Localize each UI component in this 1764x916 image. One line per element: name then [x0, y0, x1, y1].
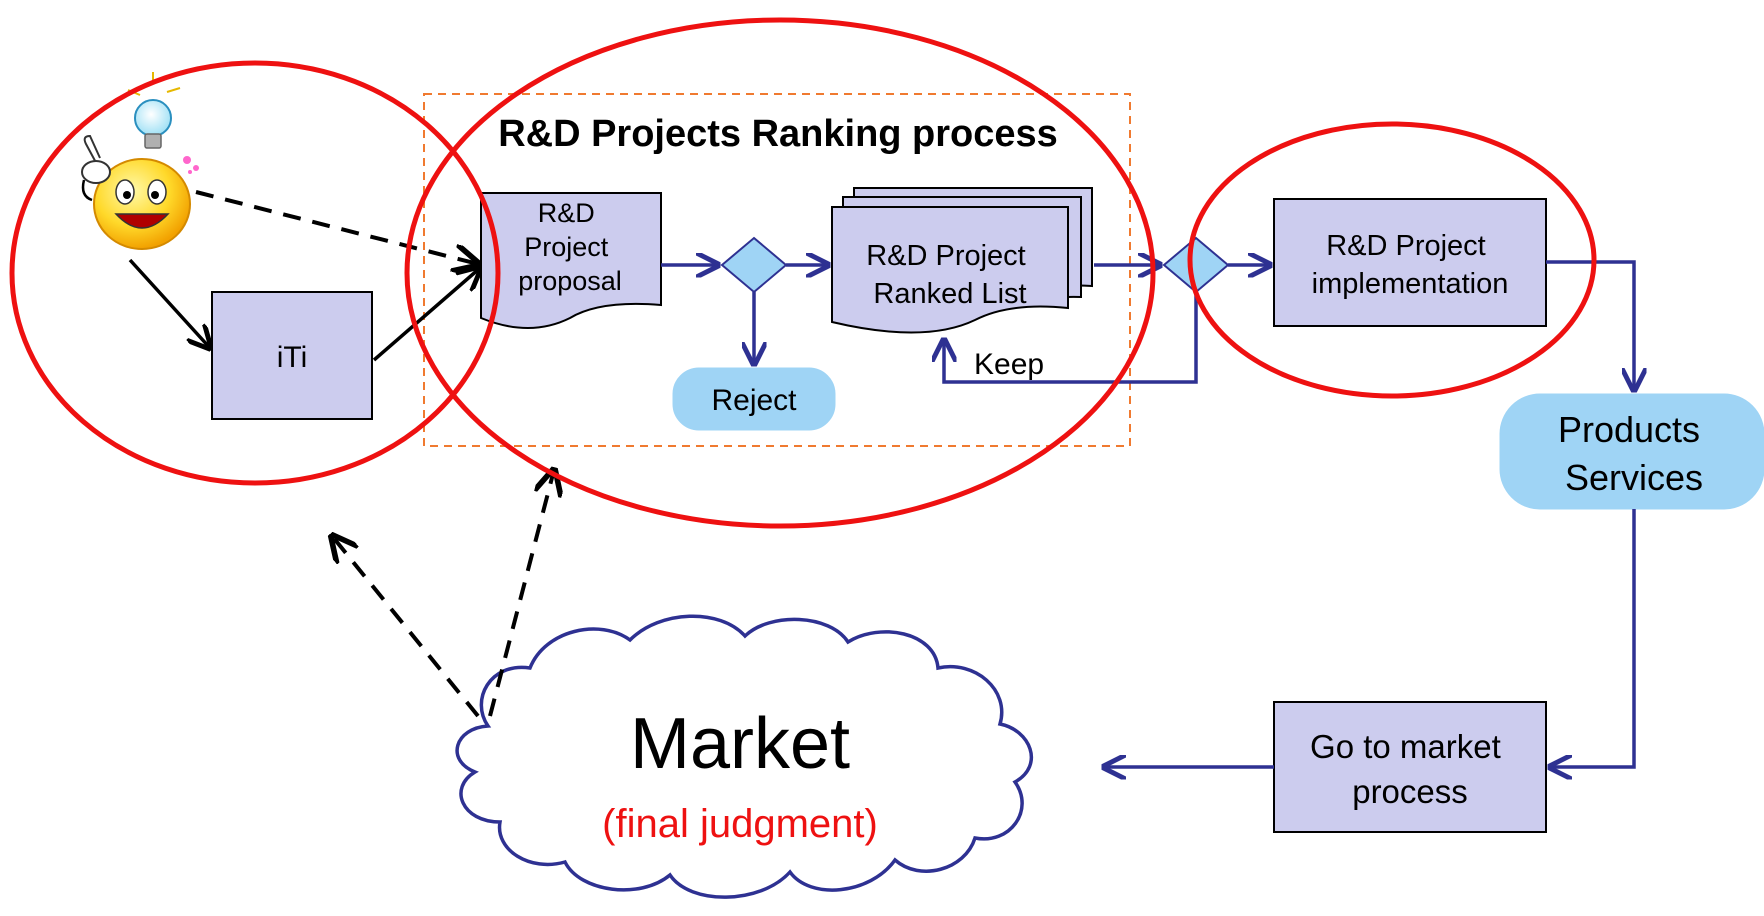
market-label: Market: [630, 704, 850, 784]
iti-label: iTi: [277, 341, 308, 374]
smiley-lightbulb-icon: [81, 72, 199, 250]
go-to-market-line1: Go to market: [1310, 728, 1501, 765]
proposal-label-line2: Project: [524, 232, 609, 262]
ranked-list-label-line2: Ranked List: [873, 278, 1026, 310]
decision-diamond-2: [1162, 236, 1230, 294]
market-to-ranking-dashed-arrow: [488, 470, 554, 717]
ranking-process-frame: [423, 93, 1131, 447]
proposal-label-line3: proposal: [518, 266, 622, 296]
iti-to-proposal-arrow: [372, 268, 480, 362]
implementation-to-products-arrow: [1546, 260, 1634, 390]
reject-label: Reject: [711, 384, 797, 417]
go-to-market-box: [1273, 701, 1547, 833]
idea-to-proposal-dashed-arrow: [195, 190, 478, 264]
idea-generation-highlight: [9, 60, 501, 486]
ranking-process-highlight: [404, 17, 1156, 529]
proposal-document: [480, 192, 662, 329]
proposal-label: R&D Project proposal: [518, 198, 622, 296]
decision-diamond-1: [720, 236, 788, 294]
products-label: Products: [1558, 409, 1700, 450]
implementation-highlight: [1187, 121, 1597, 399]
implementation-box: [1273, 198, 1547, 327]
implementation-label-line1: R&D Project: [1326, 230, 1486, 262]
ranked-list-multidocument: [831, 187, 1093, 334]
reject-box: [672, 367, 836, 431]
products-services-label: Products Services: [1558, 409, 1710, 498]
market-to-idea-dashed-arrow: [332, 536, 480, 718]
go-to-market-line2: process: [1352, 773, 1468, 810]
implementation-label-line2: implementation: [1312, 268, 1509, 300]
idea-to-iti-arrow: [128, 258, 210, 348]
ranking-process-title: R&D Projects Ranking process: [498, 113, 1058, 155]
products-to-gotomarket-arrow: [1550, 509, 1636, 767]
market-cloud: [455, 614, 1034, 899]
ranked-list-label-line1: R&D Project: [866, 240, 1026, 272]
go-to-market-label: Go to market process: [1310, 728, 1510, 810]
proposal-label-line1: R&D: [538, 198, 595, 228]
market-note-label: (final judgment): [602, 802, 878, 846]
products-services-box: [1499, 393, 1764, 510]
keep-label: Keep: [974, 348, 1044, 381]
implementation-label: R&D Project implementation: [1312, 230, 1509, 300]
keep-loop-arrow: [944, 292, 1198, 384]
iti-box: [211, 291, 373, 420]
services-label: Services: [1565, 457, 1703, 498]
ranked-list-label: R&D Project Ranked List: [866, 240, 1034, 310]
